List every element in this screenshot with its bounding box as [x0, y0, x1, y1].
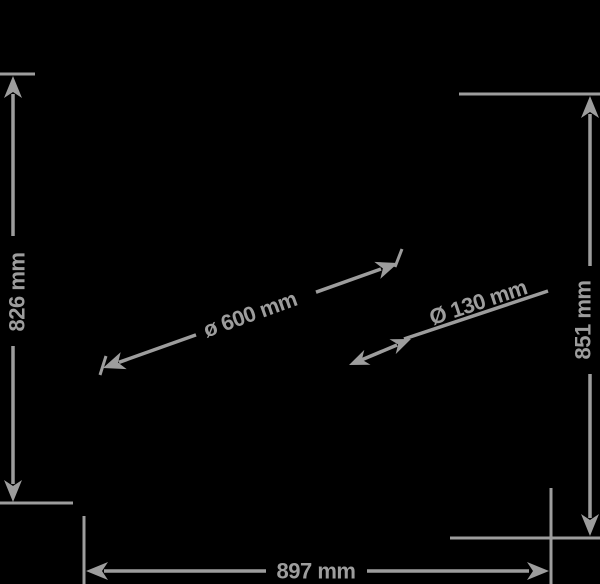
end-tick-lower-left	[98, 355, 108, 376]
arrow-up-right-icon	[389, 339, 411, 355]
arrow-up-right-icon	[374, 261, 398, 279]
width-bottom-label: 897 mm	[277, 559, 356, 584]
dimension-height-left: 826 mm	[0, 72, 73, 505]
dimension-line-lower	[118, 333, 197, 364]
dimension-line	[360, 343, 398, 362]
height-right-label: 851 mm	[571, 281, 596, 360]
dimension-line-upper	[315, 267, 382, 294]
arrow-down-left-icon	[103, 352, 127, 370]
diameter-large-label: ø 600 mm	[200, 286, 300, 342]
dimension-height-right: 851 mm	[450, 92, 600, 540]
arrow-up-icon	[4, 76, 22, 98]
dimension-diameter-small: Ø 130 mm	[349, 274, 549, 365]
arrow-down-icon	[4, 480, 22, 502]
arrow-left-icon	[86, 562, 108, 580]
height-left-label: 826 mm	[5, 253, 30, 332]
leader-line	[403, 289, 549, 341]
arrow-up-icon	[581, 96, 599, 118]
dimension-diameter-large: ø 600 mm	[98, 248, 404, 376]
dimension-width-bottom: 897 mm	[82, 488, 553, 584]
arrow-right-icon	[527, 562, 549, 580]
diameter-small-label: Ø 130 mm	[426, 274, 530, 330]
end-tick-upper-right	[393, 248, 404, 268]
arrow-down-left-icon	[349, 349, 371, 365]
arrow-down-icon	[581, 514, 599, 536]
